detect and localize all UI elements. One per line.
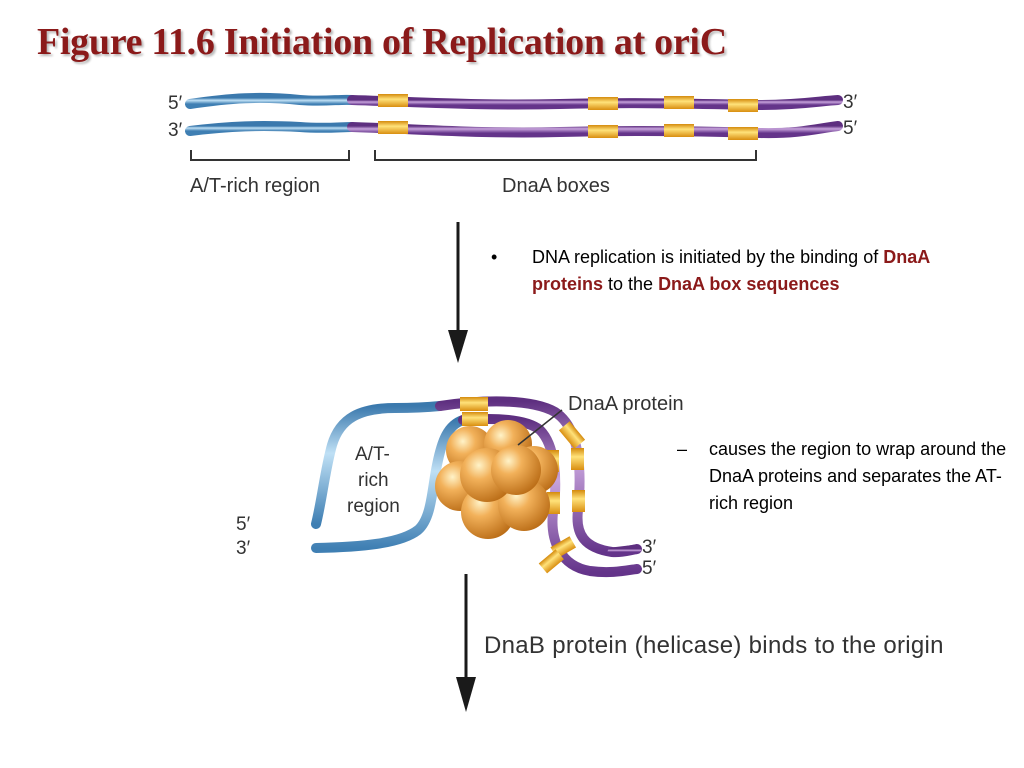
wrapped-dna-diagram: DnaA protein A/T- rich region 5′ 3′ 3′ 5… [236, 393, 684, 579]
dnaa-box [378, 121, 408, 134]
top-strand [185, 92, 843, 112]
bullet-text-part1: DNA replication is initiated by the bind… [532, 247, 884, 267]
at-loop-inner [311, 415, 468, 553]
top-strand-at-segment [185, 92, 357, 109]
dnaa-protein-label: DnaA protein [568, 393, 684, 415]
dnaa-box [460, 397, 488, 411]
dnaa-box [728, 99, 758, 112]
loop-label-line3: region [347, 496, 400, 517]
dnaa-protein-cluster [435, 420, 558, 539]
bottom-strand-at-segment [185, 121, 357, 136]
dnaa-box [664, 124, 694, 137]
at-loop-outer [311, 401, 445, 529]
sub-bullet-marker: – [677, 439, 688, 459]
dnaa-protein-pointer [517, 409, 563, 446]
loop-label-line1: A/T- [355, 444, 390, 465]
next-step-caption: DnaB protein (helicase) binds to the ori… [484, 632, 944, 659]
bullet-highlight-dnaa-proteins: DnaA proteins [532, 247, 930, 294]
left-bottom-end-label: 3′ [236, 538, 251, 559]
left-top-end-label: 5′ [236, 514, 251, 535]
bullet-marker: • [491, 247, 498, 267]
loop-label-line2: rich [358, 470, 389, 491]
right-bottom-end-label: 5′ [843, 118, 858, 139]
sub-bullet-text: causes the region to wrap around the Dna… [709, 439, 1007, 513]
dnaa-box [588, 97, 618, 110]
right-bottom-end-label: 5′ [642, 558, 657, 579]
bottom-strand [185, 121, 843, 140]
dnaa-box [378, 94, 408, 107]
bullet-highlight-dnaa-box-sequences: DnaA box sequences [658, 274, 840, 294]
right-top-end-label: 3′ [843, 92, 858, 113]
dnaa-box [588, 125, 618, 138]
bullet-text-part2: to the [603, 274, 659, 294]
process-arrow-1 [448, 222, 468, 363]
bullet-text: DNA replication is initiated by the bind… [532, 244, 978, 298]
dnaa-box [558, 421, 586, 449]
main-bullet: • DNA replication is initiated by the bi… [491, 244, 978, 298]
dnaa-box [538, 549, 564, 574]
right-top-end-label: 3′ [642, 537, 657, 558]
at-region-bracket [190, 150, 350, 161]
right-tail-top [607, 544, 642, 557]
left-bottom-end-label: 3′ [168, 120, 183, 141]
process-arrow-2 [456, 574, 476, 712]
bottom-strand-boxes-segment [347, 121, 843, 139]
dnaa-box [664, 96, 694, 109]
left-top-end-label: 5′ [168, 93, 183, 114]
dnaa-box [728, 127, 758, 140]
linear-dna-diagram: 5′ 3′ 3′ 5′ A/T-rich region DnaA boxes [168, 92, 858, 197]
dnaa-box [571, 448, 584, 470]
top-strand-boxes-segment [347, 95, 843, 111]
dnaa-box [462, 412, 488, 426]
dnaa-boxes-label: DnaA boxes [502, 175, 610, 197]
dnaa-boxes-bracket [374, 150, 757, 161]
sub-bullet: – causes the region to wrap around the D… [677, 436, 1007, 517]
slide-title: Figure 11.6 Initiation of Replication at… [37, 21, 727, 63]
at-region-label: A/T-rich region [190, 175, 320, 197]
dnaa-box [572, 490, 585, 512]
dnaa-box [547, 492, 560, 514]
